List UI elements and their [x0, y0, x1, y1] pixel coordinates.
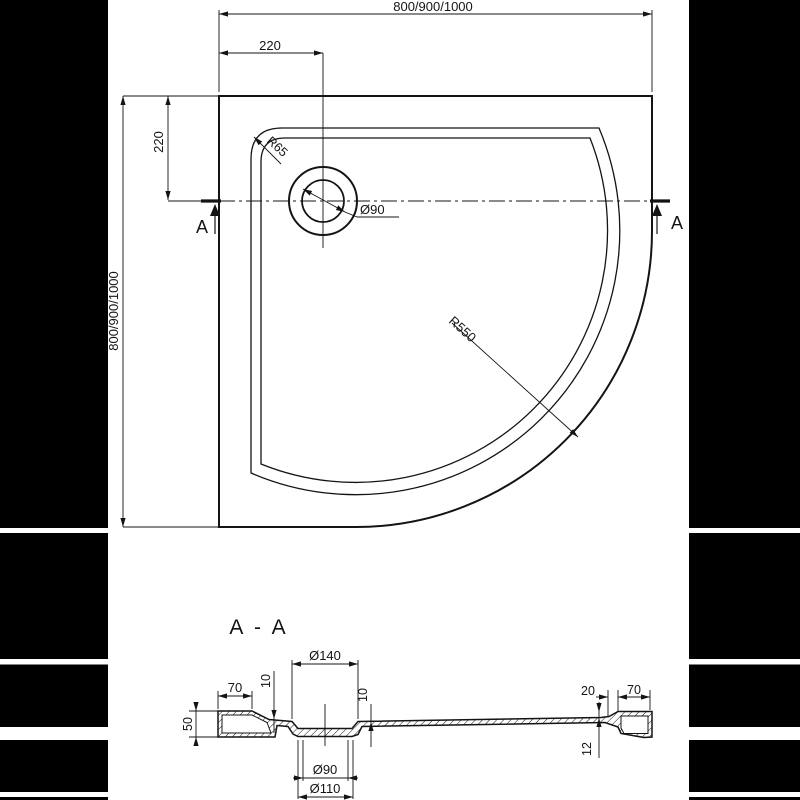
dim-depth-right — [368, 704, 374, 747]
tray-rim-outline-outer — [250, 127, 621, 496]
plan-drain-offset-y-label: 220 — [151, 131, 166, 153]
right-side-bar — [689, 0, 800, 800]
plan-drain-diameter-label: Ø90 — [360, 202, 385, 217]
leader-front-radius — [451, 322, 579, 438]
plan-view — [120, 10, 670, 528]
tray-rim-outline-inner — [260, 137, 609, 484]
side-bar-segment — [0, 0, 108, 528]
section-view — [189, 660, 653, 800]
side-bar-segment — [0, 797, 108, 800]
section-step-height-label: 12 — [580, 742, 594, 756]
section-recess-diameter-label: Ø140 — [309, 648, 341, 663]
side-bar-segment — [0, 533, 108, 659]
dim-edge-height — [189, 702, 218, 746]
side-bar-segment — [689, 0, 800, 528]
section-waste-diameter-label: Ø110 — [310, 781, 341, 796]
side-bar-segment — [689, 740, 800, 792]
section-flange-left-label: 70 — [228, 680, 242, 695]
dim-flange-left — [217, 691, 253, 709]
dim-plan-width — [218, 10, 653, 92]
plan-front-radius-label: R550 — [446, 313, 479, 345]
side-bar-segment — [0, 664, 108, 727]
left-side-bar — [0, 0, 108, 800]
section-depth-left-label: 10 — [259, 674, 273, 688]
dim-plan-height — [120, 95, 219, 528]
dim-section-drain — [293, 740, 358, 781]
section-arrow-left — [210, 204, 220, 216]
side-bar-segment — [689, 664, 800, 727]
plan-height-label: 800/900/1000 — [106, 271, 121, 351]
section-right-wall-cavity — [620, 715, 649, 734]
dim-step-height — [596, 702, 602, 758]
dim-step-width — [596, 690, 619, 716]
side-bar-segment — [689, 533, 800, 659]
side-bar-segment — [0, 740, 108, 792]
tray-outer-outline — [218, 95, 653, 528]
dim-drain-offset-x — [219, 50, 323, 56]
section-edge-height-label: 50 — [181, 717, 195, 731]
section-arrow-right — [652, 204, 662, 216]
dim-flange-right — [618, 690, 651, 710]
plan-drain-offset-x-label: 220 — [259, 38, 281, 53]
plan-section-marker-right: A — [671, 213, 683, 233]
section-profile — [217, 710, 653, 739]
section-step-width-label: 20 — [581, 684, 595, 698]
dim-waste-diameter — [297, 740, 354, 800]
leader-rim-radius — [253, 136, 282, 165]
section-flange-right-label: 70 — [627, 683, 641, 697]
dim-drain-offset-y — [165, 96, 219, 202]
plan-section-marker-left: A — [196, 217, 208, 237]
leader-drain-diameter — [302, 188, 399, 218]
section-drain-diameter-label: Ø90 — [313, 762, 338, 777]
dim-depth-left — [271, 671, 277, 733]
plan-width-label: 800/900/1000 — [393, 0, 473, 14]
dim-recess-diameter — [291, 660, 359, 719]
section-title: A - A — [229, 616, 288, 639]
side-bar-segment — [689, 797, 800, 800]
section-depth-right-label: 10 — [356, 688, 370, 702]
section-left-wall-cavity — [221, 714, 272, 734]
